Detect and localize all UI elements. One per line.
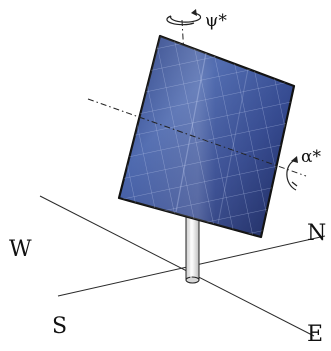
alpha-angle-label: α* bbox=[301, 147, 321, 167]
solar-panel bbox=[117, 34, 296, 239]
west-label: W bbox=[9, 237, 32, 262]
north-label: N bbox=[307, 221, 326, 246]
west-east-axis bbox=[39, 195, 315, 337]
alpha-rotation-arrow-icon bbox=[286, 156, 298, 191]
psi-angle-label: ψ* bbox=[205, 11, 227, 31]
ground-axes bbox=[39, 195, 326, 337]
mounting-post bbox=[185, 213, 200, 284]
tilt-rotation-axis bbox=[87, 98, 307, 177]
psi-rotation-arrow-icon bbox=[166, 9, 202, 26]
south-label: S bbox=[52, 314, 67, 339]
east-label: E bbox=[307, 322, 323, 347]
